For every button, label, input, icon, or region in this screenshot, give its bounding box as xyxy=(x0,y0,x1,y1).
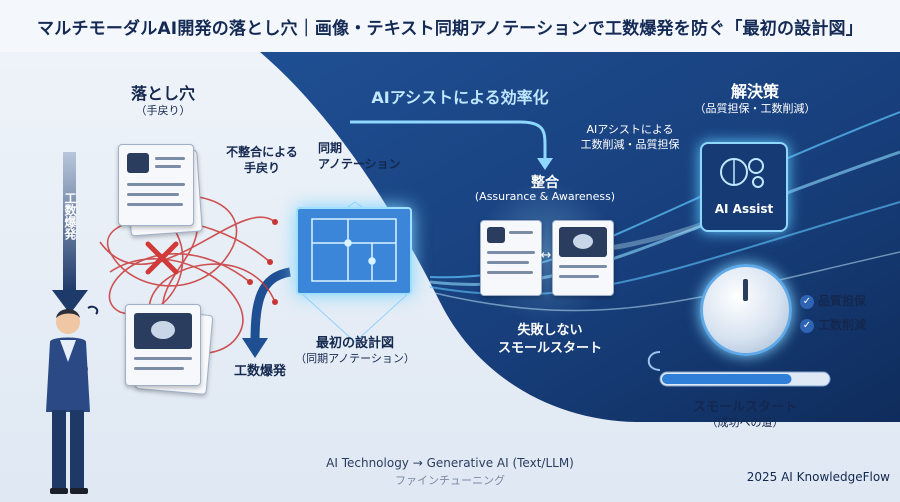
check-item-quality-label: 品質担保 xyxy=(818,294,867,308)
solution-heading: 解決策 xyxy=(730,82,779,101)
vertical-cost-label: 工数爆発 xyxy=(63,192,77,240)
page-title: マルチモーダルAI開発の落とし穴｜画像・テキスト同期アノテーションで工数爆発を防… xyxy=(0,0,900,52)
pitfall-heading: 落とし穴 xyxy=(130,84,195,103)
check-item-quality: ✓ 品質担保 xyxy=(800,292,866,309)
check-item-cost-label: 工数削減 xyxy=(818,318,867,332)
ai-assist-note: AIアシストによる 工数削減・品質担保 xyxy=(580,123,680,151)
text-document-card xyxy=(118,144,194,226)
chef-hat-icon xyxy=(487,227,505,243)
ai-assist-chip-label: AI Assist xyxy=(714,202,774,216)
check-item-cost: ✓ 工数削減 xyxy=(800,316,866,333)
footer-tech-line: AI Technology → Generative AI (Text/LLM) xyxy=(326,456,574,470)
progress-subtitle: （成功への道） xyxy=(706,416,784,429)
progress-fill xyxy=(662,374,792,384)
diagram-canvas: 落とし穴 （手戻り） 工数爆発 不整合による 手戻り 工数爆発 xyxy=(0,52,900,502)
food-image-icon xyxy=(559,227,607,257)
alignment-subtitle: (Assurance & Awareness) xyxy=(474,190,616,203)
ai-assist-efficiency-label: AIアシストによる効率化 xyxy=(371,88,549,107)
small-start-label: 失敗しない スモールスタート xyxy=(497,323,602,356)
checkmark-icon: ✓ xyxy=(800,294,814,309)
brain-gear-icon xyxy=(720,158,764,188)
progress-title: スモールスタート xyxy=(692,400,797,415)
blueprint-lines xyxy=(311,218,397,282)
alignment-title: 整合 xyxy=(531,175,559,191)
footer-brand: 2025 AI KnowledgeFlow xyxy=(746,470,890,484)
ai-assist-chip: AI Assist xyxy=(700,142,788,232)
solution-subheading: （品質担保・工数削減） xyxy=(694,102,816,115)
aligned-image-card xyxy=(552,220,614,296)
aligned-text-card xyxy=(480,220,542,296)
footer-tech-sub: ファインチューニング xyxy=(395,474,505,487)
checkmark-icon: ✓ xyxy=(800,318,814,333)
mismatch-label: 不整合による 手戻り xyxy=(226,145,298,175)
image-document-card xyxy=(125,304,201,386)
bidirectional-arrow-icon: ↔ xyxy=(540,248,552,263)
chef-hat-icon xyxy=(127,153,149,173)
quality-dial xyxy=(700,264,792,356)
blueprint-graphic xyxy=(296,207,412,295)
food-image-icon xyxy=(134,313,192,349)
blueprint-title: 最初の設計図 xyxy=(315,336,394,351)
worried-person-illustration xyxy=(46,305,99,494)
blueprint-subtitle: （同期アノテーション） xyxy=(295,352,415,365)
cost-explosion-label: 工数爆発 xyxy=(233,364,286,379)
sync-annotation-label: 同期 アノテーション xyxy=(318,141,401,171)
pitfall-subheading: （手戻り） xyxy=(135,104,191,117)
dial-pointer xyxy=(743,279,748,301)
